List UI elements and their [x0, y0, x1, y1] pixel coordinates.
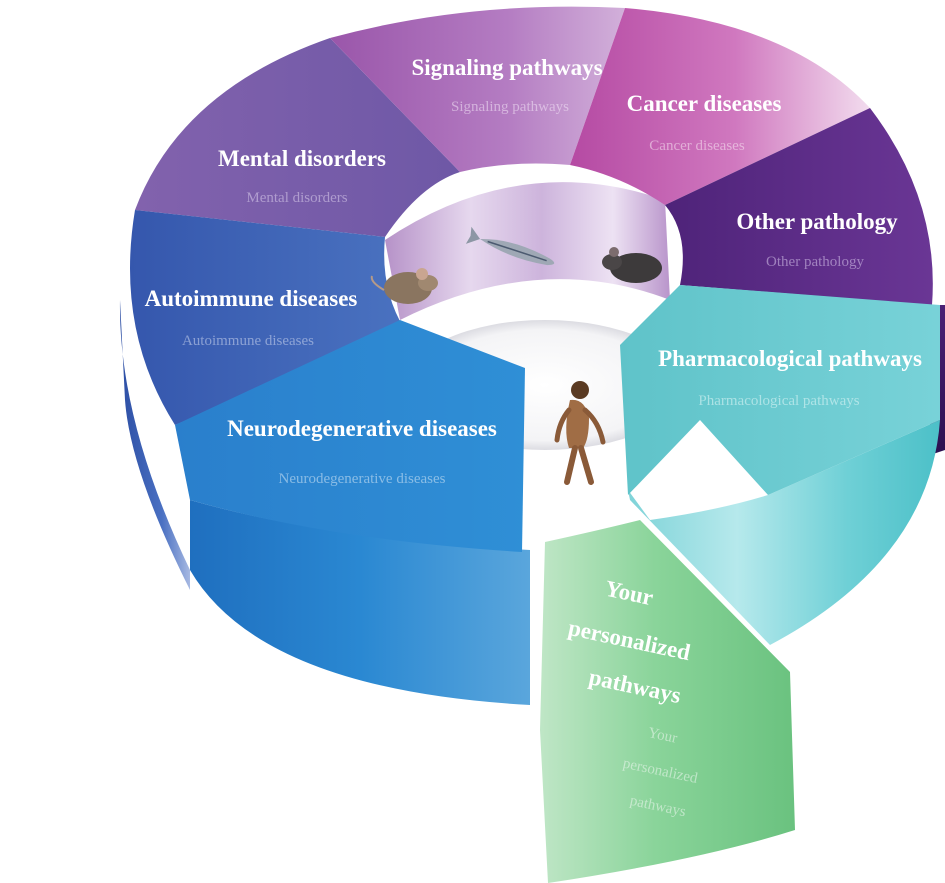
sublabel-autoimmune-diseases: Autoimmune diseases [182, 333, 314, 349]
sublabel-pharmacological-pathways: Pharmacological pathways [698, 393, 859, 409]
sublabel-neurodegenerative-diseases: Neurodegenerative diseases [278, 471, 445, 487]
segment-neurodegenerative-diseases-wall[interactable] [190, 500, 530, 705]
segment-cancer-diseases[interactable] [570, 8, 870, 205]
label-pharmacological-pathways: Pharmacological pathways [658, 346, 922, 371]
sublabel-mental-disorders: Mental disorders [246, 190, 347, 206]
label-signaling-pathways: Signaling pathways [411, 55, 602, 80]
segment-pharmacological-pathways[interactable] [620, 285, 940, 495]
segment-autoimmune-diseases[interactable] [130, 210, 405, 425]
label-cancer-diseases: Cancer diseases [627, 91, 782, 116]
hominid-icon [554, 381, 606, 485]
sublabel-cancer-diseases: Cancer diseases [649, 138, 745, 154]
label-other-pathology: Other pathology [736, 209, 898, 234]
mouse-icon [370, 268, 438, 304]
segment-neurodegenerative-diseases[interactable] [175, 320, 525, 552]
zebrafish-icon [465, 226, 555, 266]
rat-icon [602, 247, 662, 283]
segment-personalized-pathways[interactable] [540, 520, 795, 883]
sublabel-signaling-pathways: Signaling pathways [451, 99, 569, 115]
sublabel-other-pathology: Other pathology [766, 254, 864, 270]
svg-text:Your: Your [647, 725, 679, 747]
segment-mental-disorders[interactable] [135, 38, 460, 237]
segment-signaling-pathways[interactable] [330, 6, 625, 172]
autoimmune-side-wall [119, 300, 190, 590]
label-mental-disorders: Mental disorders [218, 146, 386, 171]
segment-pharmacological-pathways-wall[interactable] [628, 420, 940, 645]
label-autoimmune-diseases: Autoimmune diseases [145, 286, 358, 311]
label-neurodegenerative-diseases: Neurodegenerative diseases [227, 416, 497, 441]
segment-other-pathology[interactable] [665, 108, 933, 305]
